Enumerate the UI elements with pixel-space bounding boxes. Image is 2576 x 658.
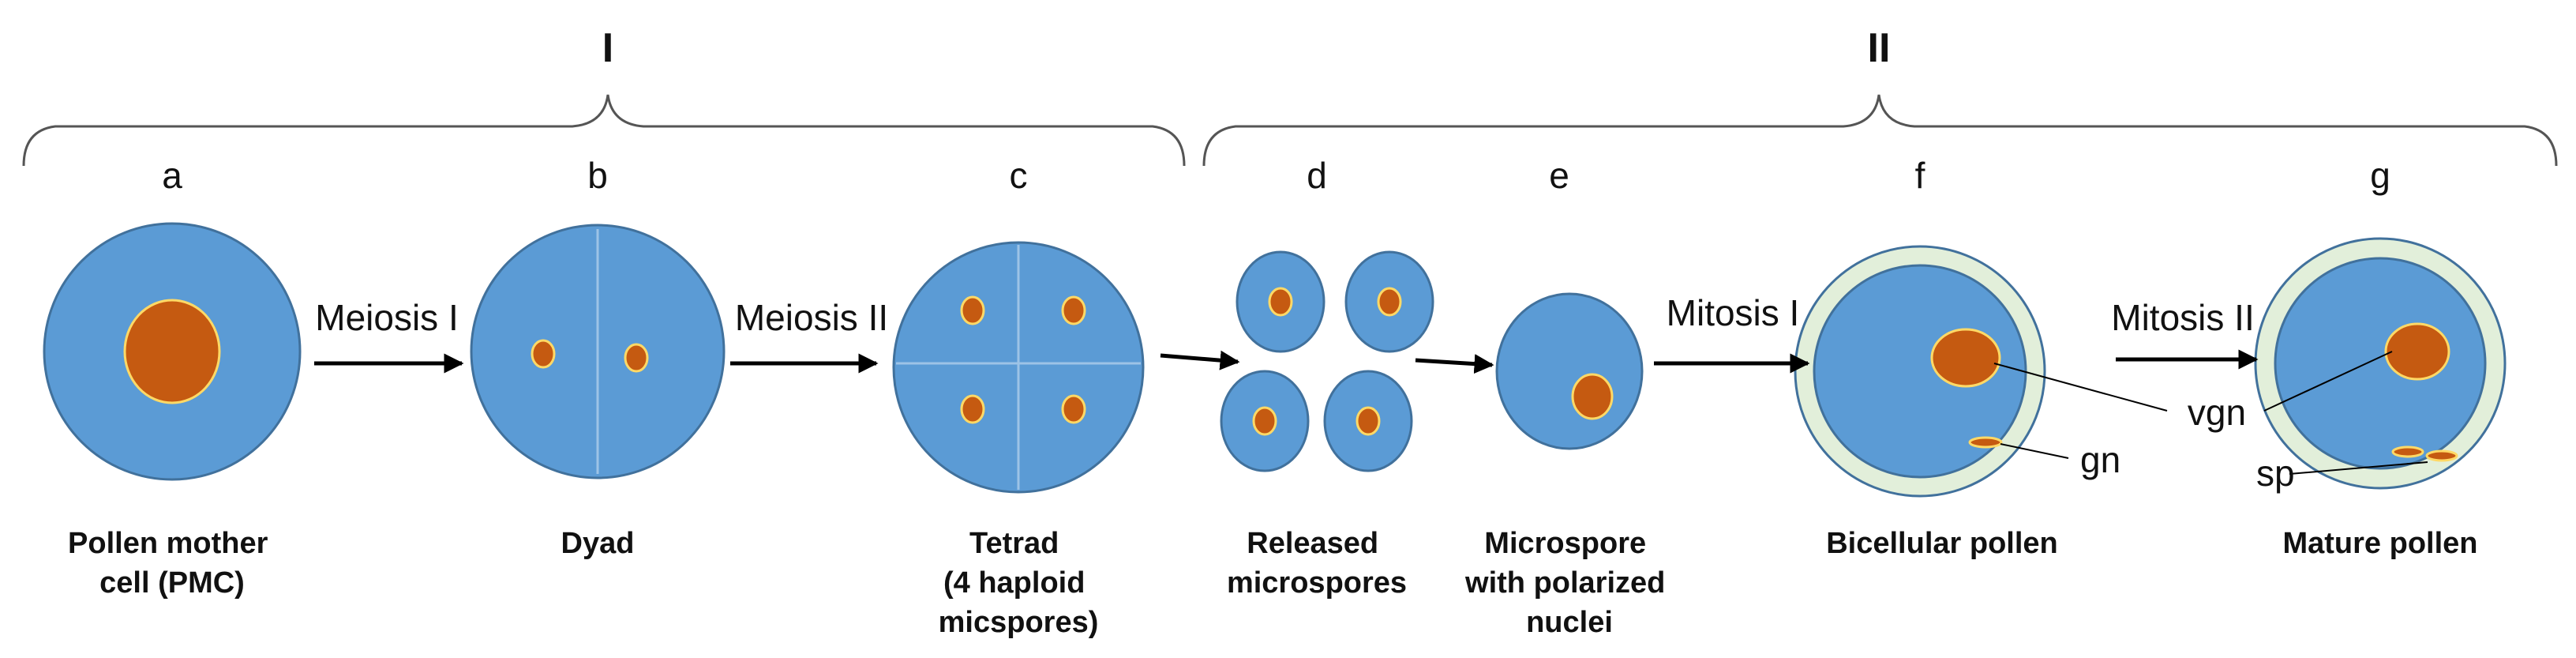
bicellular-pollen bbox=[1794, 245, 2046, 498]
stage-letter-c: c bbox=[1010, 155, 1028, 196]
mature-pollen bbox=[2254, 237, 2507, 490]
label-gn: gn bbox=[2080, 439, 2120, 480]
stage-letter-g: g bbox=[2370, 155, 2390, 196]
caption-polarized-microspore: Microspore with polarized nuclei bbox=[1464, 527, 1674, 639]
vgn-leader-g bbox=[2263, 351, 2393, 412]
phase-ii-label: II bbox=[1868, 25, 1891, 71]
process-meiosis-ii: Meiosis II bbox=[735, 297, 888, 338]
process-mitosis-i: Mitosis I bbox=[1667, 292, 1800, 333]
released-microspores bbox=[1220, 250, 1434, 472]
vgn-leader-f bbox=[1993, 363, 2168, 412]
tetrad bbox=[892, 241, 1145, 494]
caption-tetrad: Tetrad (4 haploid micspores) bbox=[939, 527, 1099, 639]
phase-ii-brace bbox=[1202, 94, 2558, 167]
arrow-c-to-d bbox=[1160, 350, 1240, 370]
tetrad-nucleus-2 bbox=[1061, 295, 1086, 325]
vegetative-nucleus-f bbox=[1930, 328, 2001, 388]
process-mitosis-ii: Mitosis II bbox=[2111, 297, 2254, 338]
stage-letter-d: d bbox=[1307, 155, 1327, 196]
dyad bbox=[470, 224, 726, 479]
pmc-nucleus bbox=[123, 299, 221, 404]
caption-pmc: Pollen mother cell (PMC) bbox=[68, 527, 276, 600]
caption-mature-pollen: Mature pollen bbox=[2282, 527, 2477, 560]
gn-leader bbox=[2000, 443, 2069, 459]
caption-dyad: Dyad bbox=[561, 527, 635, 560]
caption-released-microspores: Released microspores bbox=[1227, 527, 1407, 600]
process-meiosis-i: Meiosis I bbox=[315, 297, 458, 338]
label-vgn: vgn bbox=[2188, 392, 2246, 433]
sp-leader bbox=[2289, 461, 2428, 475]
sperm-cell-2 bbox=[2425, 449, 2458, 462]
caption-bicellular-pollen: Bicellular pollen bbox=[1826, 527, 2058, 560]
tetrad-nucleus-3 bbox=[960, 394, 985, 424]
tetrad-nucleus-4 bbox=[1061, 394, 1086, 424]
dyad-nucleus-right bbox=[624, 343, 649, 373]
phase-i-label: I bbox=[602, 25, 613, 71]
stage-letter-e: e bbox=[1549, 155, 1569, 196]
stage-letter-b: b bbox=[587, 155, 608, 196]
generative-nucleus-f bbox=[1968, 436, 2003, 449]
label-sp: sp bbox=[2256, 453, 2295, 494]
phase-i-brace bbox=[22, 94, 1186, 167]
dyad-nucleus-left bbox=[531, 339, 556, 369]
stage-letter-a: a bbox=[162, 155, 182, 196]
polarized-microspore bbox=[1495, 292, 1644, 450]
tetrad-nucleus-1 bbox=[960, 295, 985, 325]
polarized-nucleus bbox=[1571, 373, 1614, 420]
sperm-cell-1 bbox=[2391, 446, 2424, 458]
arrow-d-to-e bbox=[1415, 354, 1494, 374]
stage-letter-f: f bbox=[1915, 155, 1925, 196]
pollen-mother-cell bbox=[43, 222, 302, 481]
vegetative-nucleus-g bbox=[2384, 322, 2450, 381]
